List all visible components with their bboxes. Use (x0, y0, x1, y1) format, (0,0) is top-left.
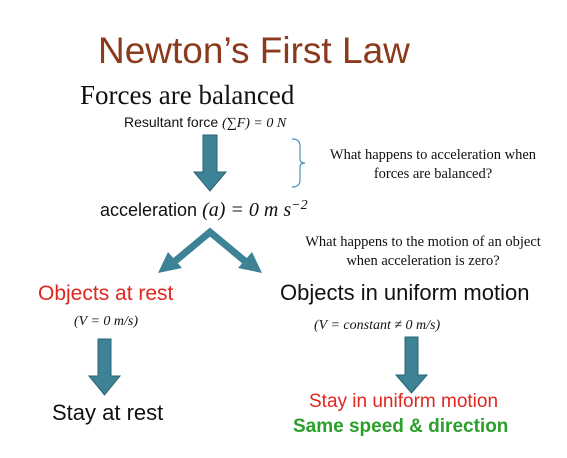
acceleration-exponent: −2 (291, 198, 308, 213)
stay-uniform-motion-result: Stay in uniform motion (309, 391, 499, 412)
forces-balanced-heading: Forces are balanced (80, 80, 295, 110)
question-acceleration-line2: forces are balanced? (373, 166, 493, 182)
acceleration-formula: (a) = 0 m s (202, 199, 292, 221)
question-motion: What happens to the motion of an object … (282, 233, 564, 271)
velocity-constant-formula: (V = constant ≠ 0 m/s) (314, 318, 441, 333)
acceleration-label: acceleration (100, 200, 198, 220)
arrow-down-top (192, 134, 228, 192)
resultant-label: Resultant force (124, 114, 219, 130)
question-acceleration-line1: What happens to acceleration when (329, 147, 537, 163)
acceleration-equation: acceleration (a) = 0 m s−2 (100, 198, 308, 222)
fork-arrow (158, 227, 262, 273)
objects-uniform-motion-heading: Objects in uniform motion (280, 280, 530, 305)
objects-at-rest-heading: Objects at rest (38, 282, 174, 305)
stay-at-rest-result: Stay at rest (52, 400, 164, 425)
question-acceleration: What happens to acceleration when forces… (308, 146, 558, 184)
same-speed-direction-note: Same speed & direction (293, 416, 509, 437)
arrow-down-left (87, 338, 122, 396)
resultant-force-line: Resultant force (∑F) = 0 N (124, 114, 286, 132)
arrow-down-right (394, 336, 429, 394)
resultant-formula: (∑F) = 0 N (222, 116, 287, 131)
velocity-zero-formula: (V = 0 m/s) (74, 314, 139, 329)
question-motion-line2: when acceleration is zero? (346, 253, 500, 269)
brace (291, 138, 306, 188)
question-motion-line1: What happens to the motion of an object (305, 234, 541, 250)
page-title: Newton’s First Law (98, 30, 410, 71)
